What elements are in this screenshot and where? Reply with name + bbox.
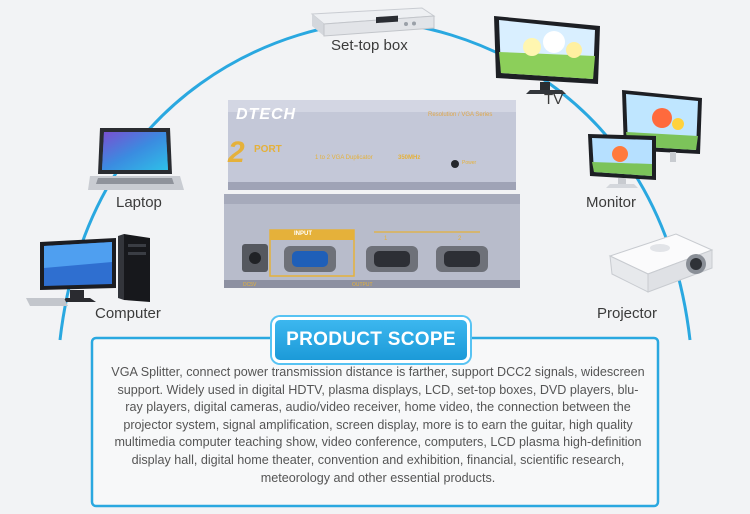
product-resolution: 350MHz: [398, 155, 421, 161]
tv-label: TV: [544, 91, 564, 108]
product-scope-title: PRODUCT SCOPE: [272, 317, 470, 363]
computer-icon: [26, 234, 150, 306]
product-input-label: INPUT: [294, 231, 312, 237]
laptop-label: Laptop: [116, 194, 162, 211]
product-port-number: 2: [228, 136, 245, 169]
tv-icon: [494, 16, 600, 94]
product-out1-label: 1: [384, 236, 388, 242]
projector-label: Projector: [597, 305, 658, 322]
laptop-icon: [88, 128, 184, 190]
product-port-word: PORT: [254, 144, 282, 155]
product-series: Resolution / VGA Series: [428, 112, 493, 118]
vga-splitter-product: [224, 100, 520, 288]
product-brand: DTECH: [236, 106, 297, 123]
settop-box-icon: [310, 7, 436, 37]
product-scope-description: VGA Splitter, connect power transmission…: [111, 365, 645, 485]
computer-label: Computer: [95, 305, 161, 322]
projector-icon: [608, 233, 714, 293]
product-out2-label: 2: [458, 236, 462, 242]
settop-label: Set-top box: [331, 37, 408, 54]
product-power-label: Power: [462, 160, 477, 166]
monitor-icon: [588, 90, 702, 188]
product-output-label: OUTPUT: [352, 282, 373, 288]
product-dc-label: DC5V: [243, 282, 257, 288]
product-model-text: 1 to 2 VGA Duplicator: [315, 155, 373, 161]
monitor-label: Monitor: [586, 194, 637, 211]
